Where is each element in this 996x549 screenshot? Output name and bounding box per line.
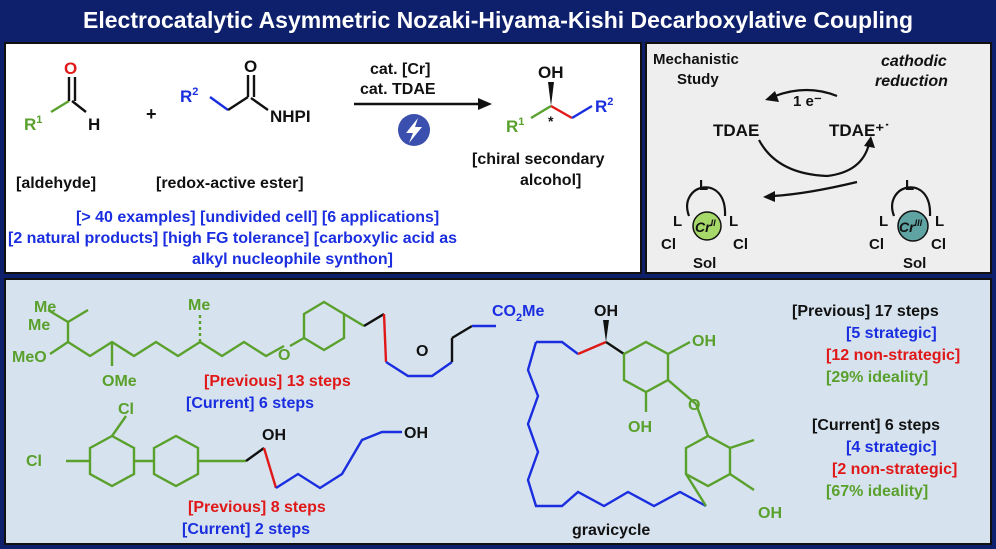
aldehyde-structure	[50, 77, 87, 114]
svg-text:Cl: Cl	[733, 236, 748, 253]
cathodic-label-line2: reduction	[875, 73, 948, 90]
tdae-label: TDAE	[713, 121, 759, 140]
product-r1: R1	[506, 116, 524, 136]
gravicycle-label: gravicycle	[572, 522, 650, 539]
example1-current-steps: [Current] 6 steps	[186, 395, 314, 412]
example2-structure	[66, 415, 246, 488]
cathodic-label-line1: cathodic	[881, 53, 947, 70]
product-r2: R2	[595, 96, 613, 116]
aldehyde-r1: R1	[24, 114, 42, 134]
tdae-radical-cation-label: TDAE⁺˙	[829, 121, 890, 140]
product-wedge-bond	[548, 82, 554, 106]
product-oh: OH	[538, 63, 564, 82]
ester-structure	[209, 75, 269, 112]
chromium-iii-complex: L L L CrIII Cl Cl Sol	[869, 177, 946, 272]
example1-co2me: CO2Me	[492, 303, 544, 324]
example1-me-2: Me	[28, 317, 50, 334]
gravicycle-wedge	[603, 320, 609, 342]
example2-chain	[245, 430, 402, 490]
example1-ring-o: O	[416, 343, 428, 360]
ester-nhpi: NHPI	[270, 107, 311, 126]
example1-ring	[363, 312, 496, 378]
lightning-bolt-icon	[398, 114, 430, 146]
regeneration-arrow	[758, 139, 871, 178]
example2-oh-1: OH	[262, 427, 286, 444]
product-structure	[530, 104, 593, 120]
applications-panel: Me Me MeO OMe Me O O CO2Me [Previous] 13…	[4, 278, 992, 545]
svg-text:L: L	[673, 213, 682, 230]
aldehyde-oxygen: O	[64, 59, 77, 78]
mechanism-title-line1: Mechanistic	[653, 51, 739, 68]
svg-text:L: L	[879, 213, 888, 230]
svg-text:Cl: Cl	[931, 236, 946, 253]
svg-text:L: L	[699, 177, 708, 194]
ester-label: [redox-active ester]	[156, 175, 304, 192]
aldehyde-hydrogen: H	[88, 115, 100, 134]
svg-text:Sol: Sol	[903, 255, 926, 272]
gravicycle-previous-title: [Previous] 17 steps	[792, 303, 939, 320]
gravicycle-current-nonstrategic: [2 non-strategic]	[832, 461, 957, 478]
example2-current-steps: [Current] 2 steps	[182, 521, 310, 538]
example1-ome: OMe	[102, 373, 137, 390]
chromium-ii-complex: L L L CrII Cl Cl Sol	[661, 177, 748, 272]
reduction-arrow	[772, 180, 858, 198]
gravicycle-previous-strategic: [5 strategic]	[846, 325, 937, 342]
gravicycle-oh-4: OH	[758, 505, 782, 522]
mechanism-title-line2: Study	[677, 71, 719, 88]
gravicycle-oh-1: OH	[594, 303, 618, 320]
gravicycle-oh-2: OH	[692, 333, 716, 350]
gravicycle-ether-o: O	[688, 397, 700, 414]
features-line3: alkyl nucleophile synthon]	[192, 251, 393, 268]
product-label-line2: alcohol]	[520, 172, 581, 189]
figure-title: Electrocatalytic Asymmetric Nozaki-Hiyam…	[83, 7, 913, 33]
ester-oxygen: O	[244, 57, 257, 76]
example1-previous-steps: [Previous] 13 steps	[204, 373, 351, 390]
svg-text:Cl: Cl	[869, 236, 884, 253]
svg-text:Cl: Cl	[661, 236, 676, 253]
ester-r2: R2	[180, 86, 198, 106]
gravicycle-current-strategic: [4 strategic]	[846, 439, 937, 456]
example2-oh-2: OH	[404, 425, 428, 442]
mechanism-panel: Mechanistic Study cathodic reduction 1 e…	[645, 42, 992, 274]
example2-cl-top: Cl	[118, 401, 134, 418]
svg-text:L: L	[905, 177, 914, 194]
example1-structure	[47, 300, 365, 366]
reagent-chromium: cat. [Cr]	[370, 61, 430, 78]
plus-sign: +	[146, 104, 157, 124]
electron-label: 1 e⁻	[793, 93, 822, 110]
electron-transfer-arrow	[774, 88, 838, 98]
example1-ether-o: O	[278, 347, 290, 364]
example1-me-3: Me	[188, 297, 210, 314]
features-line2: [2 natural products] [high FG tolerance]…	[8, 230, 457, 247]
gravicycle-previous-ideality: [29% ideality]	[826, 369, 928, 386]
product-stereocenter: *	[548, 113, 554, 129]
reaction-scheme-svg: O H R1 [aldehyde] + O R2 NHPI [redox-act…	[8, 57, 613, 268]
gravicycle-oh-3: OH	[628, 419, 652, 436]
svg-text:Sol: Sol	[693, 255, 716, 272]
example2-previous-steps: [Previous] 8 steps	[188, 499, 326, 516]
example2-cl-left: Cl	[26, 453, 42, 470]
aldehyde-label: [aldehyde]	[16, 175, 96, 192]
reaction-arrowhead	[478, 98, 492, 110]
gravicycle-current-ideality: [67% ideality]	[826, 483, 928, 500]
reagent-tdae: cat. TDAE	[360, 81, 436, 98]
features-line1: [> 40 examples] [undivided cell] [6 appl…	[76, 209, 439, 226]
svg-text:CrIII: CrIII	[899, 218, 923, 235]
svg-text:L: L	[935, 213, 944, 230]
gravicycle-structure	[526, 340, 755, 508]
gravicycle-current-title: [Current] 6 steps	[812, 417, 940, 434]
example1-meo: MeO	[12, 349, 47, 366]
reaction-scheme-panel: O H R1 [aldehyde] + O R2 NHPI [redox-act…	[4, 42, 642, 274]
gravicycle-previous-nonstrategic: [12 non-strategic]	[826, 347, 960, 364]
svg-text:CrII: CrII	[695, 218, 716, 235]
svg-text:L: L	[729, 213, 738, 230]
example1-me-1: Me	[34, 299, 56, 316]
applications-svg: Me Me MeO OMe Me O O CO2Me [Previous] 13…	[12, 297, 960, 539]
mechanism-svg: Mechanistic Study cathodic reduction 1 e…	[653, 51, 948, 272]
product-label-line1: [chiral secondary	[472, 151, 605, 168]
